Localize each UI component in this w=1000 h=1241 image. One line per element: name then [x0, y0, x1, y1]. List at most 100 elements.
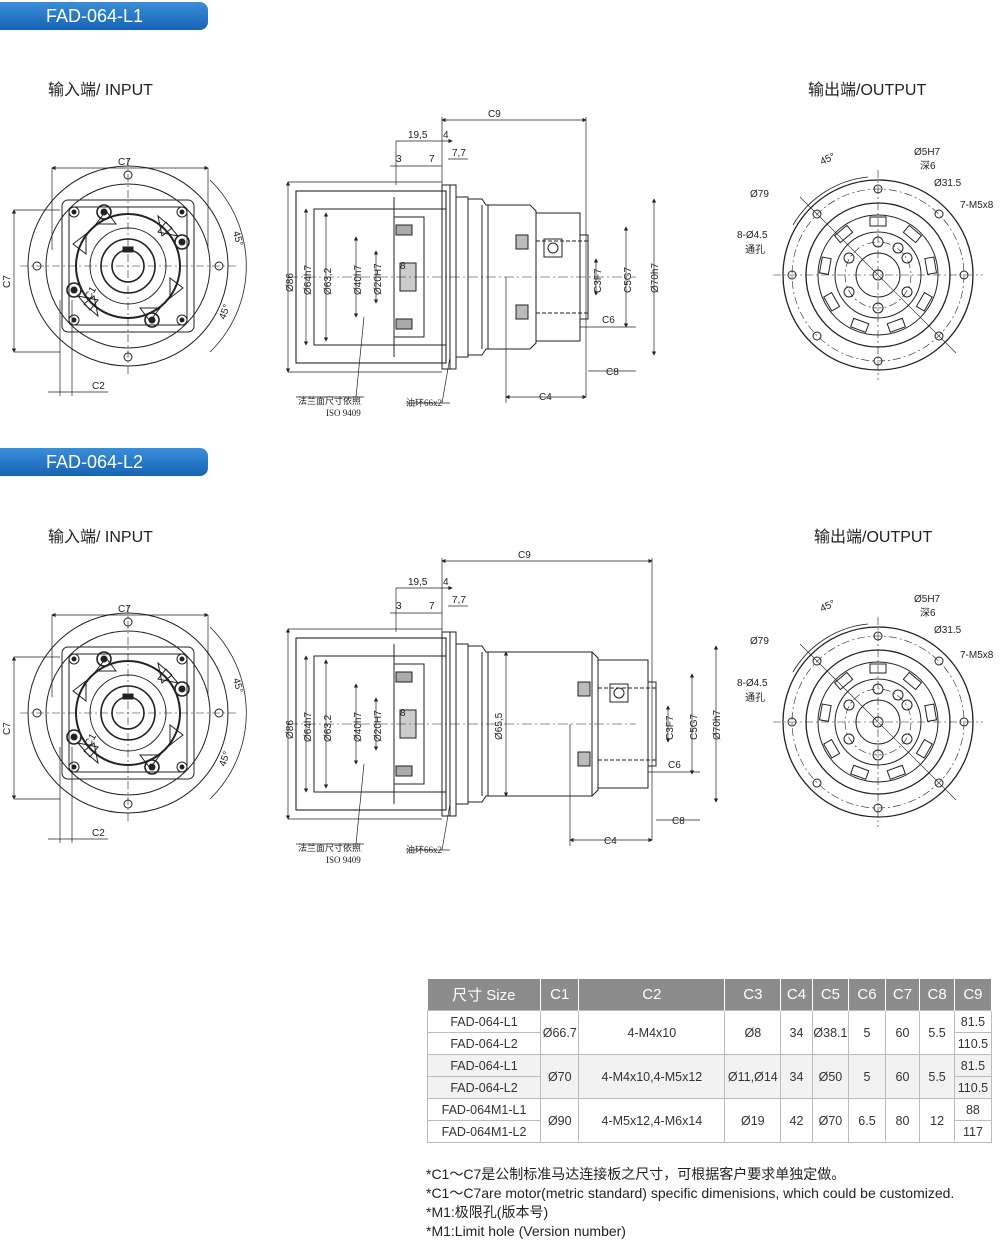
- cell-c2: 4-M4x10: [578, 1010, 726, 1055]
- dim-8-2: 8: [400, 708, 406, 719]
- th-c8: C8: [919, 979, 955, 1011]
- out-7m5-2: 7-M5x8: [960, 650, 994, 661]
- dim-3: 3: [396, 154, 402, 165]
- cell-c6: 5: [848, 1010, 886, 1055]
- table-row: FAD-064M1-L1 Ø90 4-M5x12,4-M6x14 Ø19 42 …: [426, 1098, 993, 1143]
- cell-c1: Ø70: [540, 1054, 580, 1099]
- section-tab-l2: FAD-064-L2: [0, 448, 208, 476]
- th-c2: C2: [578, 979, 726, 1011]
- dim-7-2: 7: [429, 601, 435, 612]
- dim-d86: Ø86: [285, 273, 296, 292]
- cell-model: FAD-064-L2: [426, 1076, 542, 1099]
- dim-c5-2: C5G7: [689, 713, 700, 740]
- cell-c8: 5.5: [919, 1054, 955, 1099]
- cell-c5: Ø50: [811, 1054, 850, 1099]
- cell-c3: Ø11,Ø14: [724, 1054, 782, 1099]
- dim-c2-2: C2: [92, 828, 105, 839]
- th-c1: C1: [540, 979, 580, 1011]
- dim-c7-left-2: C7: [2, 722, 13, 735]
- th-c6: C6: [848, 979, 886, 1011]
- dim-d63-2: Ø63,2: [323, 714, 334, 742]
- cell-c2: 4-M4x10,4-M5x12: [578, 1054, 726, 1099]
- th-c7: C7: [885, 979, 921, 1011]
- cell-c4: 34: [780, 1054, 813, 1099]
- dim-c2: C2: [92, 381, 105, 392]
- table-row: FAD-064-L1 Ø70 4-M4x10,4-M5x12 Ø11,Ø14 3…: [426, 1054, 993, 1099]
- dim-45-b: 45°: [217, 303, 233, 321]
- cell-c9: 117: [953, 1120, 993, 1143]
- cell-model: FAD-064M1-L1: [426, 1098, 542, 1121]
- dim-45-a-2: 45°: [230, 677, 245, 694]
- dim-8: 8: [400, 261, 406, 272]
- flange-iso: ISO 9409: [326, 408, 361, 418]
- dim-d20-2: Ø20H7: [373, 710, 384, 742]
- dim-d40: Ø40h7: [353, 265, 364, 295]
- cell-c9: 110.5: [953, 1076, 993, 1099]
- out-o31-2: Ø31.5: [934, 625, 962, 636]
- cell-c9: 81.5: [953, 1010, 993, 1033]
- dim-c9: C9: [488, 109, 501, 120]
- oil-ring: 油环66x2: [406, 397, 442, 408]
- dim-19-5: 19,5: [408, 130, 428, 141]
- dim-c8-2: C8: [672, 816, 685, 827]
- dim-d70: Ø70h7: [650, 263, 661, 293]
- table-row: FAD-064-L1 Ø66.7 4-M4x10 Ø8 34 Ø38.1 5 6…: [426, 1010, 993, 1055]
- table-row: FAD-064M1-L2 117: [426, 1120, 993, 1143]
- dim-3-2: 3: [396, 601, 402, 612]
- flange-note-2: 法兰面尺寸依照: [298, 842, 361, 853]
- cell-c1: Ø90: [540, 1098, 580, 1143]
- cell-c5: Ø70: [811, 1098, 850, 1143]
- out-through: 通孔: [745, 244, 765, 256]
- dim-c7-top-2: C7: [118, 604, 131, 615]
- cell-c7: 60: [884, 1054, 921, 1099]
- table-row: FAD-064-L2 110.5: [426, 1032, 993, 1055]
- cell-c5: Ø38.1: [811, 1010, 850, 1055]
- dim-19-5-2: 19,5: [408, 577, 428, 588]
- th-c3: C3: [724, 979, 782, 1011]
- dim-c6: C6: [602, 315, 615, 326]
- dim-d63: Ø63,2: [323, 267, 334, 295]
- dim-c7-top: C7: [118, 157, 131, 168]
- cell-c1: Ø66.7: [540, 1010, 580, 1055]
- dim-d64-2: Ø64h7: [303, 712, 314, 742]
- out-o5-2: Ø5H7: [914, 594, 941, 605]
- input-label-l2: 输入端/ INPUT: [48, 529, 153, 546]
- dim-c3: C3F7: [593, 268, 604, 293]
- oil-ring-2: 油环66x2: [406, 844, 442, 855]
- dim-c3-2: C3F7: [665, 715, 676, 740]
- dim-7: 7: [429, 154, 435, 165]
- cell-c3: Ø8: [724, 1010, 782, 1055]
- out-8holes: 8-Ø4.5: [737, 230, 768, 241]
- dim-d64: Ø64h7: [303, 265, 314, 295]
- spec-header-row: 尺寸 Size C1 C2 C3 C4 C5 C6 C7 C8 C9: [427, 979, 993, 1011]
- out-o5-depth: 深6: [920, 160, 936, 172]
- dim-d86-2: Ø86: [285, 720, 296, 739]
- cell-c3: Ø19: [724, 1098, 782, 1143]
- output-label-l2: 输出端/OUTPUT: [814, 529, 933, 546]
- out-through-2: 通孔: [745, 692, 765, 704]
- flange-note: 法兰面尺寸依照: [298, 395, 361, 406]
- cell-model: FAD-064-L1: [426, 1054, 542, 1077]
- cell-c6: 6.5: [848, 1098, 886, 1143]
- dim-d40-2: Ø40h7: [353, 712, 364, 742]
- cell-c9: 81.5: [953, 1054, 993, 1077]
- out-o5-depth-2: 深6: [920, 607, 936, 619]
- out-45-2: 45°: [819, 598, 837, 614]
- note-3: *M1:极限孔(版本号): [426, 1204, 549, 1220]
- input-label-l1: 输入端/ INPUT: [48, 82, 153, 99]
- dim-7-7: 7,7: [452, 148, 466, 159]
- dim-c8: C8: [606, 367, 619, 378]
- dim-c7-left: C7: [2, 275, 13, 288]
- out-o79: Ø79: [750, 189, 769, 200]
- out-o31: Ø31.5: [934, 178, 962, 189]
- cell-c2: 4-M5x12,4-M6x14: [578, 1098, 726, 1143]
- dim-d65-5: Ø65,5: [494, 712, 505, 740]
- cell-c9: 88: [953, 1098, 993, 1121]
- cell-model: FAD-064M1-L2: [426, 1120, 542, 1143]
- dim-c9-2: C9: [518, 550, 531, 561]
- out-8holes-2: 8-Ø4.5: [737, 678, 768, 689]
- dim-c5: C5G7: [623, 266, 634, 293]
- cell-model: FAD-064-L1: [426, 1010, 542, 1033]
- dim-4: 4: [443, 130, 449, 141]
